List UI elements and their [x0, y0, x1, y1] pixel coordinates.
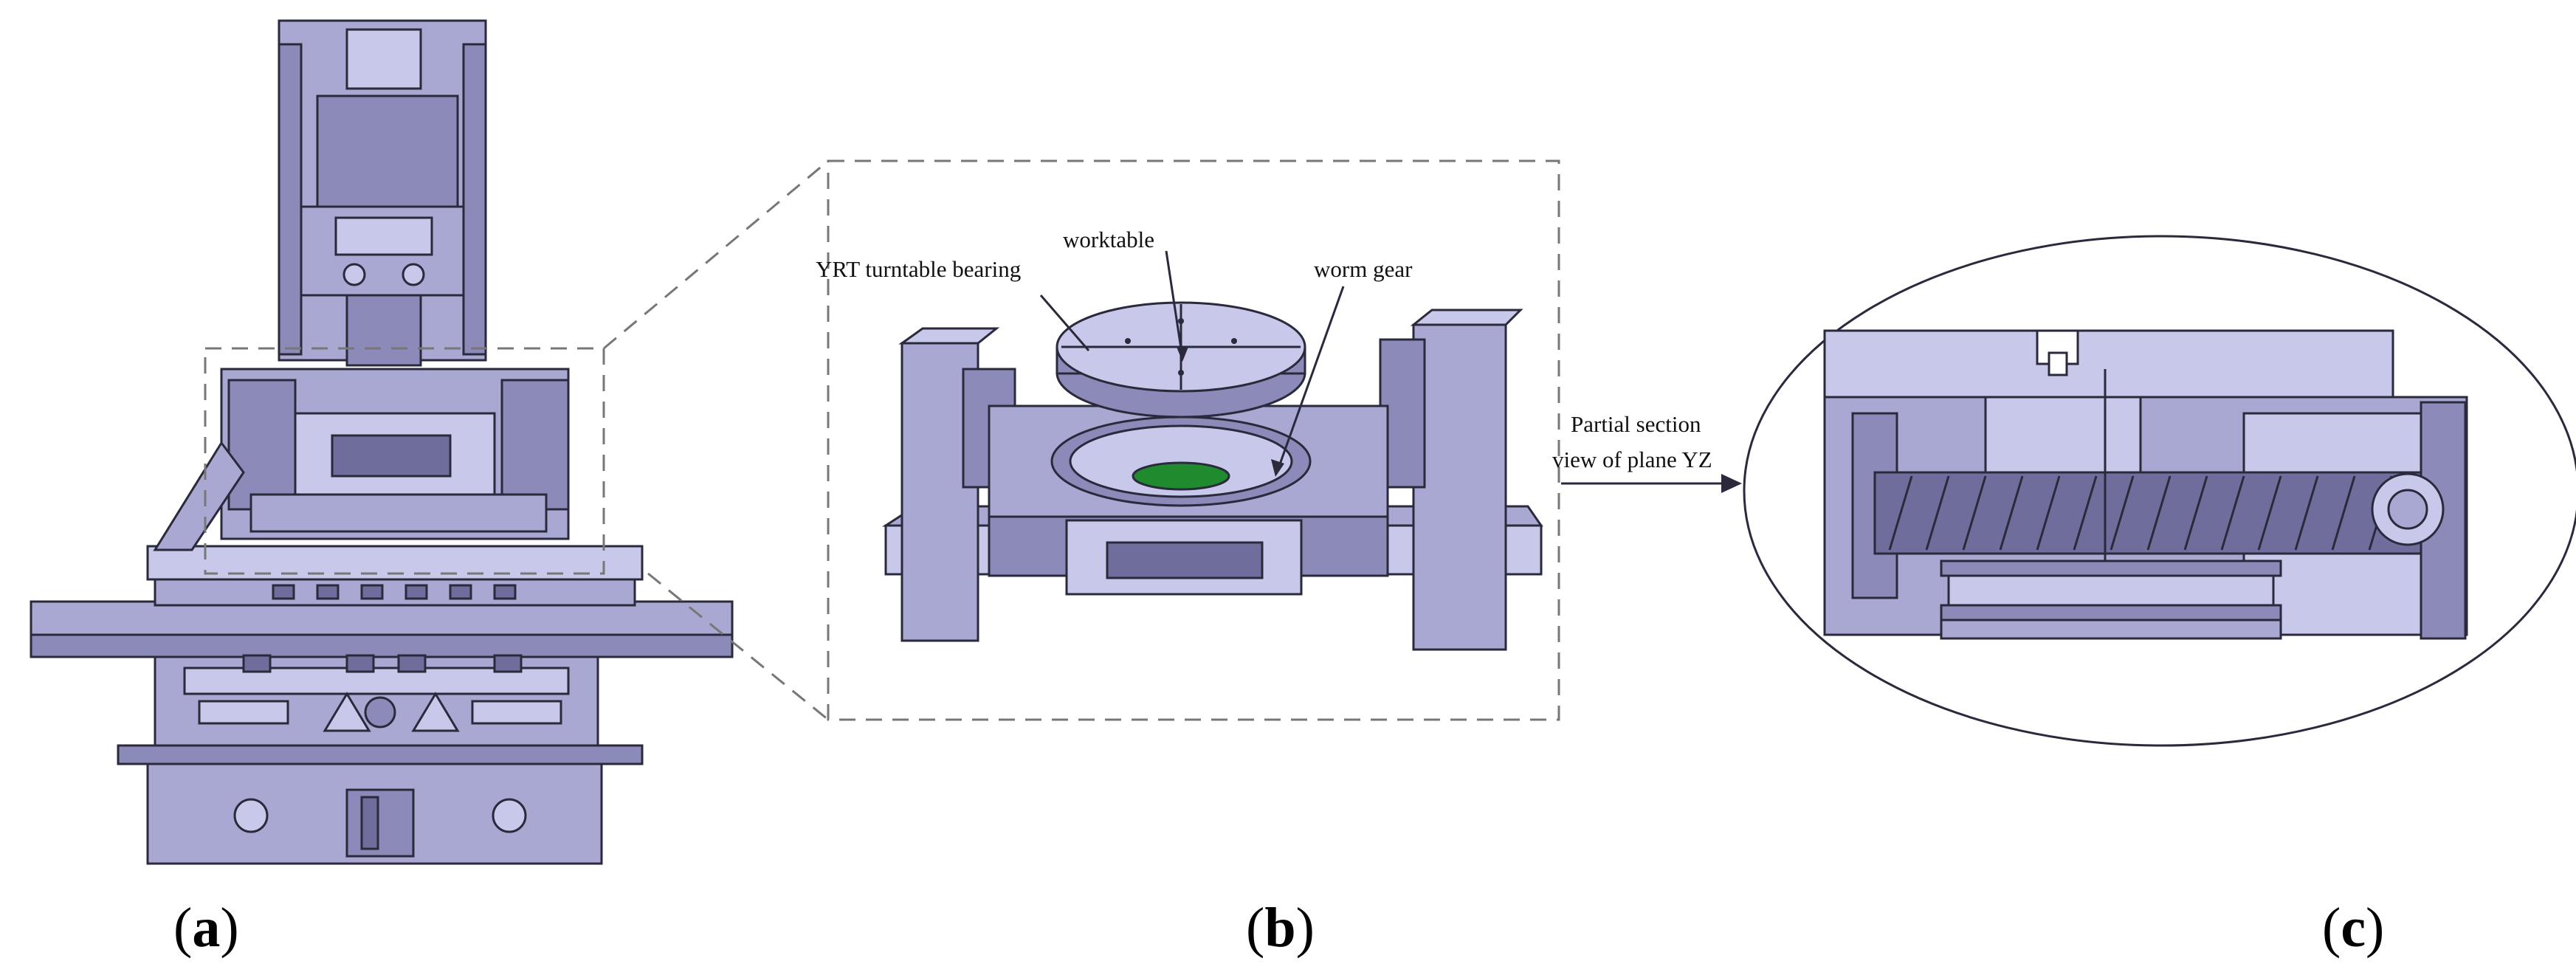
callout-worm-gear: worm gear — [1314, 256, 1413, 282]
zoom-connector-top — [603, 159, 829, 350]
table-slots — [272, 584, 517, 600]
leader-worktable — [1165, 250, 1184, 359]
section-label-line2: view of plane YZ — [1552, 447, 1712, 472]
leader-yrt-bearing — [1039, 295, 1090, 351]
section-view — [1823, 329, 2468, 640]
panel-label-b: (b) — [1246, 897, 1315, 959]
leader-worm-gear-arrowhead — [1271, 459, 1284, 477]
panel-letter-a: a — [192, 897, 220, 959]
zoom-connector-bottom — [647, 572, 829, 721]
leader-worktable-arrowhead — [1177, 347, 1188, 362]
zoom-region-box — [204, 347, 605, 575]
machine-front-view — [30, 19, 734, 865]
panel-label-a: (a) — [173, 897, 239, 959]
detail-frame — [827, 159, 1560, 721]
callout-yrt-bearing: YRT turntable bearing — [816, 256, 1021, 282]
section-label-line1: Partial section — [1571, 411, 1701, 437]
trunnion-table-view — [881, 301, 1543, 651]
panel-letter-c: c — [2341, 897, 2366, 959]
leader-worm-gear — [1275, 286, 1345, 473]
panel-letter-b: b — [1264, 897, 1295, 959]
callout-worktable: worktable — [1063, 227, 1154, 252]
green-bearing-part — [1132, 461, 1230, 491]
section-arrow-head — [1721, 474, 1742, 493]
panel-label-c: (c) — [2322, 897, 2384, 959]
